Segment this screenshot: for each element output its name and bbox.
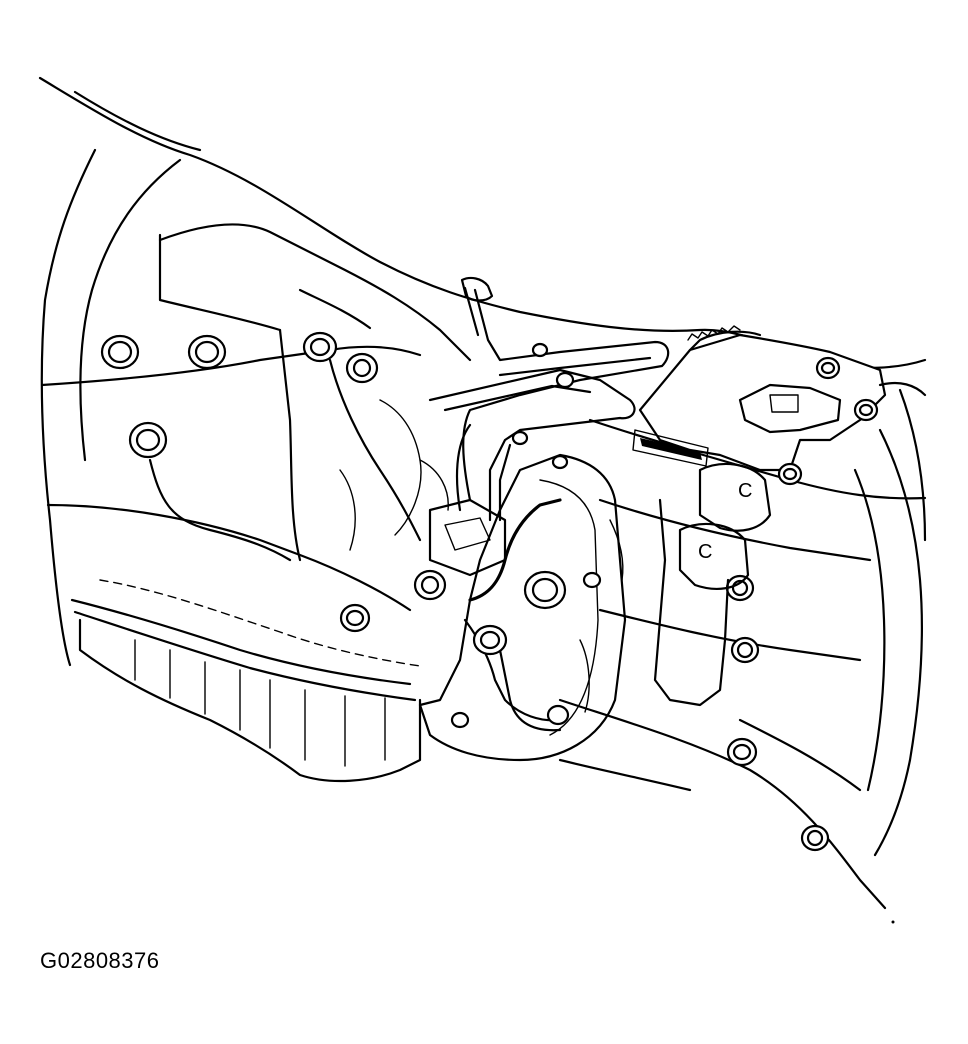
casting-line-2	[278, 328, 302, 562]
lug-column	[653, 498, 730, 707]
tail-housing-edge	[898, 388, 927, 542]
extension-rib-3	[738, 718, 862, 792]
case-marking-c-upper: C	[738, 480, 752, 502]
lug-boss-upper	[698, 463, 772, 532]
casting-curve-2	[339, 469, 356, 551]
pipe-union-2	[531, 342, 549, 358]
hatch-pattern-outline	[632, 429, 709, 467]
interior-detail-1	[419, 459, 449, 511]
transfer-case-bolts	[511, 356, 879, 852]
adapter-plate-outline	[418, 453, 627, 762]
housing-top-contour	[38, 76, 927, 369]
bell-housing-left-edge	[40, 148, 97, 667]
casting-line-1	[158, 233, 282, 332]
figure-id-label: G02808376	[40, 948, 160, 973]
lower-edge-line	[558, 758, 692, 792]
gear-teeth-edge	[687, 325, 741, 341]
left-bolt-bosses	[100, 331, 447, 633]
tail-housing-top	[878, 381, 927, 397]
casting-line-4	[328, 358, 422, 542]
casting-curve-1	[379, 399, 422, 536]
cooler-pipe-fitting	[460, 276, 494, 302]
hatch-pattern	[640, 438, 702, 460]
pipe-clamp-bracket	[428, 498, 507, 577]
extension-housing-bottom	[558, 698, 887, 910]
oil-pan-ribs	[134, 639, 386, 767]
cooler-pipe-2-inner	[443, 384, 592, 522]
cooler-pipe-outer	[462, 288, 670, 502]
extension-rib-1	[598, 498, 872, 562]
bell-housing-inner-edge	[79, 158, 182, 462]
extension-rib-2	[598, 608, 862, 662]
interior-detail-3	[579, 639, 590, 713]
pan-gasket-line	[99, 579, 421, 667]
pipe-union-1	[555, 371, 575, 389]
oil-pan-body	[78, 618, 422, 783]
stray-dot	[891, 920, 895, 924]
housing-top-contour-inner	[73, 90, 202, 152]
oil-pan-flange	[70, 598, 412, 686]
main-body-mid-band	[40, 345, 422, 387]
lug-boss-lower	[678, 523, 750, 590]
casting-ridge	[298, 288, 372, 330]
pipe-clamp-bracket-detail	[444, 517, 491, 551]
main-body-outline	[158, 223, 472, 362]
oil-pan-flange-lower	[73, 610, 417, 702]
center-mount-bolt	[450, 570, 570, 729]
adapter-plate-edge	[498, 648, 562, 732]
interior-detail-2	[609, 519, 624, 581]
casting-line-3	[148, 458, 292, 562]
adapter-plate-inner	[539, 479, 599, 736]
transfer-case-slot	[769, 394, 799, 413]
cooler-pipe-inner	[455, 286, 652, 512]
extension-housing-flange	[873, 428, 924, 857]
main-body-lower-band	[46, 503, 412, 612]
extension-housing-flange-inner	[853, 468, 886, 792]
case-marking-c-lower: C	[698, 541, 712, 563]
transfer-case-ledge	[738, 383, 842, 434]
